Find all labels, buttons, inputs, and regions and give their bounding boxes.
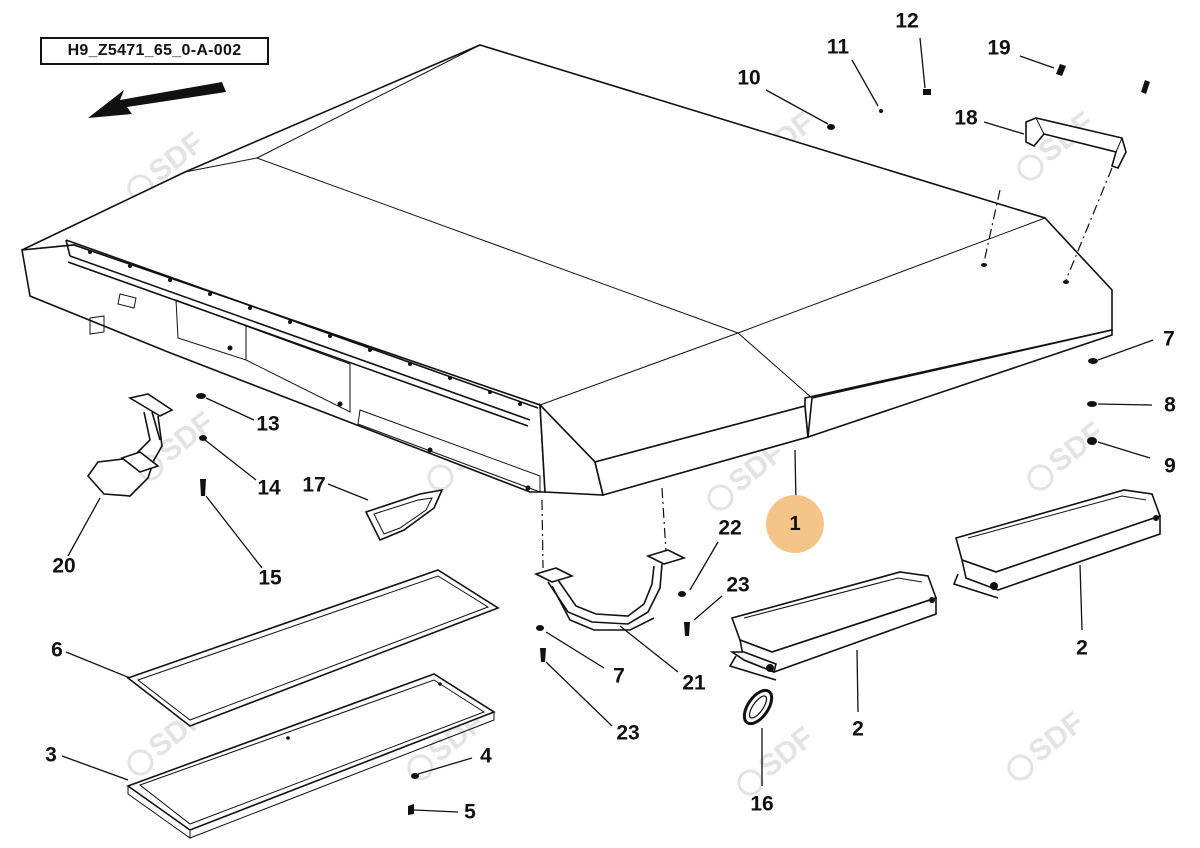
drawing-code-label: H9_Z5471_65_0-A-002 bbox=[40, 37, 269, 65]
screw-5 bbox=[408, 804, 414, 815]
grab-handle-18 bbox=[1025, 117, 1127, 169]
callout-4[interactable]: 4 bbox=[480, 744, 492, 768]
air-filter-housing-2a bbox=[728, 571, 938, 681]
seal-frame-6 bbox=[126, 569, 500, 727]
screw-19 bbox=[1056, 64, 1066, 76]
gasket-17 bbox=[364, 488, 444, 542]
callout-3[interactable]: 3 bbox=[45, 743, 57, 767]
callout-2[interactable]: 2 bbox=[1076, 636, 1088, 660]
screw-19b bbox=[1141, 80, 1150, 94]
drain-pipe-20 bbox=[86, 393, 174, 497]
callout-7[interactable]: 7 bbox=[613, 664, 625, 688]
washer-8 bbox=[1087, 401, 1097, 407]
roof-panel bbox=[21, 44, 1113, 496]
drain-pipe-21 bbox=[533, 549, 687, 631]
direction-arrow bbox=[88, 82, 226, 118]
callout-20[interactable]: 20 bbox=[52, 554, 76, 578]
callout-23[interactable]: 23 bbox=[616, 721, 640, 745]
rail-rivets bbox=[88, 250, 531, 491]
callout-6[interactable]: 6 bbox=[51, 638, 63, 662]
callout-1[interactable]: 1 bbox=[766, 495, 824, 553]
callout-13[interactable]: 13 bbox=[256, 412, 280, 436]
seal-7-right bbox=[1088, 358, 1098, 364]
callout-19[interactable]: 19 bbox=[987, 36, 1011, 60]
washer-4 bbox=[411, 773, 419, 779]
callout-14[interactable]: 14 bbox=[257, 476, 281, 500]
callout-23[interactable]: 23 bbox=[726, 573, 750, 597]
callout-9[interactable]: 9 bbox=[1164, 454, 1176, 478]
callout-21[interactable]: 21 bbox=[682, 671, 706, 695]
callout-10[interactable]: 10 bbox=[737, 66, 761, 90]
callout-11[interactable]: 11 bbox=[826, 35, 850, 59]
callout-15[interactable]: 15 bbox=[258, 566, 282, 590]
nut-12 bbox=[923, 89, 931, 95]
callout-2[interactable]: 2 bbox=[852, 717, 864, 741]
callout-12[interactable]: 12 bbox=[895, 9, 919, 33]
callout-18[interactable]: 18 bbox=[954, 106, 978, 130]
nut-9 bbox=[1087, 437, 1097, 445]
air-filter-housing-2b bbox=[952, 489, 1162, 599]
filter-tray-3 bbox=[126, 673, 496, 839]
callout-5[interactable]: 5 bbox=[464, 800, 476, 824]
callout-16[interactable]: 16 bbox=[750, 792, 774, 816]
gasket-16 bbox=[742, 688, 774, 726]
callout-17[interactable]: 17 bbox=[302, 473, 326, 497]
nut-10 bbox=[827, 124, 835, 130]
callout-7[interactable]: 7 bbox=[1163, 327, 1175, 351]
callout-8[interactable]: 8 bbox=[1164, 393, 1176, 417]
callout-22[interactable]: 22 bbox=[718, 516, 742, 540]
leader-lines bbox=[61, 37, 1154, 813]
washer-11 bbox=[879, 109, 883, 113]
